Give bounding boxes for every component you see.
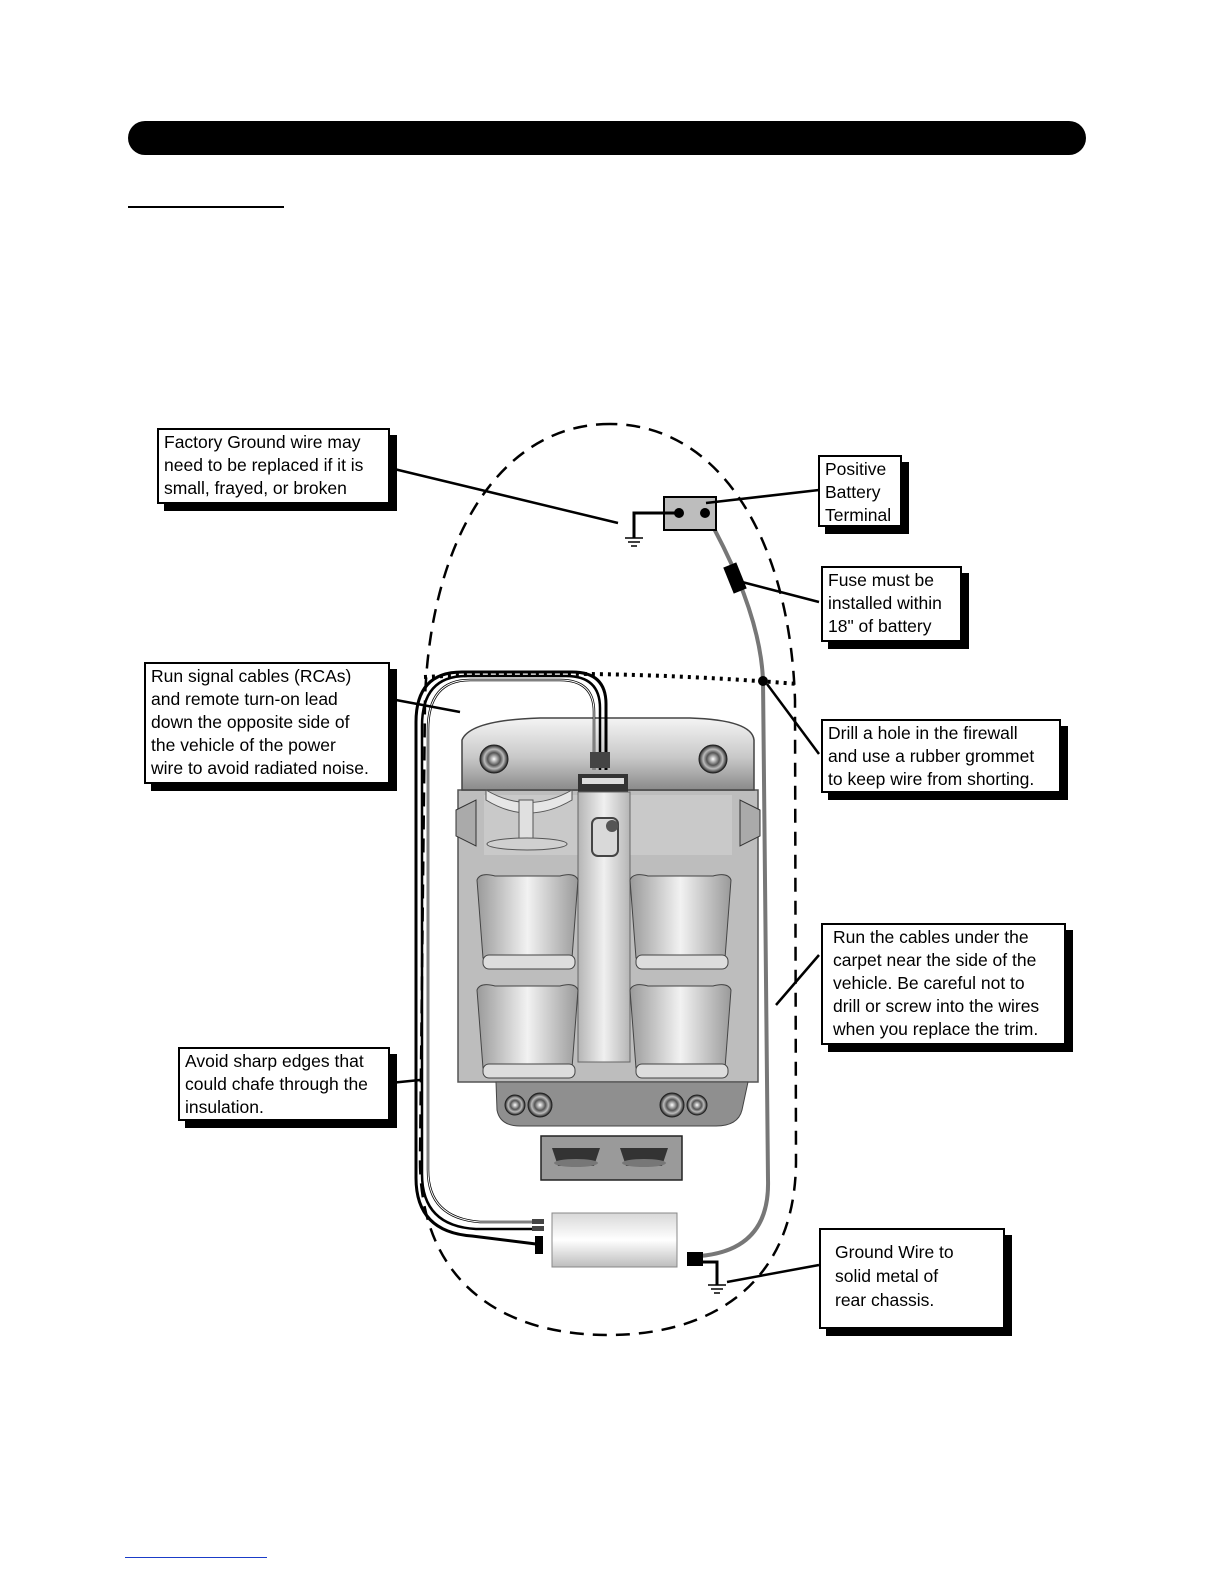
front-left-seat <box>476 874 579 970</box>
callout-line: and remote turn-on lead <box>151 689 338 709</box>
callout-line: rear chassis. <box>835 1290 935 1310</box>
callout-line: insulation. <box>185 1097 264 1117</box>
signal-cable-highlight <box>427 679 595 1223</box>
callout-line: down the opposite side of <box>151 712 350 732</box>
battery-ground-wire <box>632 511 679 538</box>
callout-line: Factory Ground wire may <box>164 432 361 452</box>
callout-fuse: Fuse must be installed within 18" of bat… <box>821 566 962 642</box>
callout-line: the vehicle of the power <box>151 735 336 755</box>
callout-line: installed within <box>828 593 942 613</box>
callout-line: carpet near the side of the <box>833 950 1037 970</box>
footer-link-underline <box>125 1557 267 1558</box>
callout-line: wire to avoid radiated noise. <box>151 758 369 778</box>
callout-line: when you replace the trim. <box>833 1019 1039 1039</box>
callout-firewall: Drill a hole in the firewall and use a r… <box>821 719 1061 793</box>
rear-ground-wire <box>703 1260 719 1285</box>
callout-line: Run the cables under the <box>833 927 1029 947</box>
amp-power-terminal <box>687 1252 703 1266</box>
callout-line: small, frayed, or broken <box>164 478 347 498</box>
callout-line: need to be replaced if it is <box>164 455 364 475</box>
section-header-bar <box>128 121 1086 155</box>
grommet <box>758 676 768 686</box>
callout-line: Drill a hole in the firewall <box>828 723 1018 743</box>
rca-plugs <box>590 752 610 768</box>
callout-line: vehicle. Be careful not to <box>833 973 1025 993</box>
callout-line: drill or screw into the wires <box>833 996 1040 1016</box>
callout-line: 18" of battery <box>828 616 932 636</box>
callout-line: Terminal <box>825 505 892 525</box>
callout-line: Battery <box>825 482 881 502</box>
callout-line: and use a rubber grommet <box>828 746 1035 766</box>
callout-under-carpet: Run the cables under the carpet near the… <box>821 923 1066 1045</box>
fuse-holder <box>723 562 747 594</box>
callout-rear-ground: Ground Wire to solid metal of rear chass… <box>819 1228 1005 1329</box>
callout-line: could chafe through the <box>185 1074 368 1094</box>
callout-line: Run signal cables (RCAs) <box>151 666 352 686</box>
callout-sharp-edges: Avoid sharp edges that could chafe throu… <box>178 1047 390 1121</box>
battery-ground-symbol <box>625 537 643 547</box>
callout-line: Avoid sharp edges that <box>185 1051 364 1071</box>
heading-underline <box>128 206 284 208</box>
callout-line: Positive <box>825 459 887 479</box>
amplifier <box>551 1212 678 1268</box>
leader-lines <box>389 466 821 1284</box>
callout-line: Ground Wire to <box>835 1242 954 1262</box>
car-interior <box>455 717 761 1181</box>
rear-right-seat <box>629 984 732 1079</box>
callout-factory-ground: Factory Ground wire may need to be repla… <box>157 428 390 504</box>
callout-signal-cables: Run signal cables (RCAs) and remote turn… <box>144 662 390 784</box>
rear-ground-symbol <box>708 1284 726 1294</box>
callout-positive-battery: Positive Battery Terminal <box>818 455 902 527</box>
callout-line: to keep wire from shorting. <box>828 769 1035 789</box>
front-right-seat <box>629 874 732 970</box>
firewall-line <box>423 671 799 686</box>
callout-line: Fuse must be <box>828 570 935 590</box>
remote-lead-terminal <box>535 1236 543 1254</box>
rear-left-seat <box>476 984 579 1079</box>
callout-line: solid metal of <box>835 1266 939 1286</box>
